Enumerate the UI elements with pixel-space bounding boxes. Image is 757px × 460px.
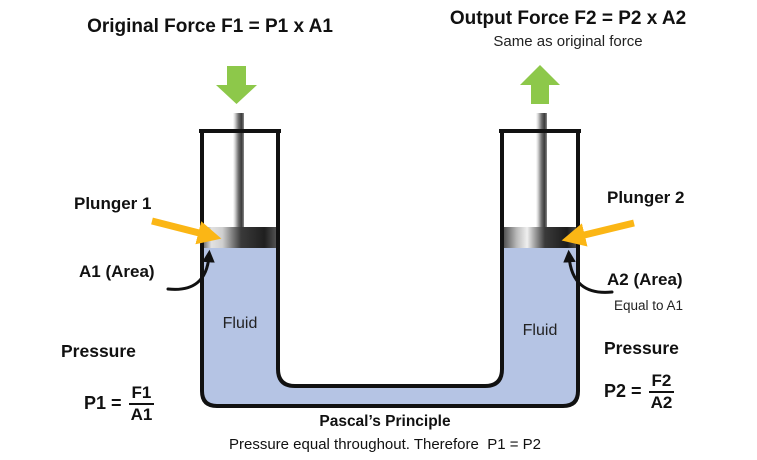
a2-area-label: A2 (Area) <box>607 270 683 289</box>
plunger1-pointer-arrow <box>151 217 222 245</box>
p1-fraction: F1 A1 <box>128 384 155 424</box>
p1-formula: P1 = F1 A1 <box>84 384 155 424</box>
right-plunger <box>502 227 576 248</box>
caption-title: Pascal’s Principle <box>319 413 451 430</box>
left-plunger <box>204 227 278 248</box>
pressure-label-left: Pressure <box>61 341 136 361</box>
original-force-title: Original Force F1 = P1 x A1 <box>87 16 333 37</box>
a2-callout-arrow <box>563 249 614 294</box>
p2-formula-lhs: P2 = <box>604 381 642 402</box>
output-force-subtitle: Same as original force <box>493 33 643 50</box>
caption-subtitle: Pressure equal throughout. Therefore P1 … <box>228 436 541 453</box>
plunger2-pointer-arrow <box>561 219 635 247</box>
plunger2-label: Plunger 2 <box>607 188 685 207</box>
output-force-title: Output Force F2 = P2 x A2 <box>449 8 687 29</box>
fluid-label-left: Fluid <box>222 315 258 332</box>
a2-note-label: Equal to A1 <box>614 298 684 313</box>
a1-callout-arrow <box>166 249 215 291</box>
left-plunger-rod <box>233 113 244 235</box>
p2-numerator: F2 <box>648 372 675 393</box>
pressure-label-right: Pressure <box>604 338 679 358</box>
p2-denominator: A2 <box>650 392 673 412</box>
p1-numerator: F1 <box>128 384 155 405</box>
u-tube-outer-wall <box>200 129 580 408</box>
down-force-arrow-icon <box>216 66 257 104</box>
p2-formula: P2 = F2 A2 <box>604 372 675 412</box>
up-force-arrow-icon <box>520 65 560 104</box>
plunger1-label: Plunger 1 <box>74 194 152 213</box>
a1-area-label: A1 (Area) <box>79 262 155 281</box>
p1-formula-lhs: P1 = <box>84 393 122 414</box>
fluid-label-right: Fluid <box>522 322 558 339</box>
p1-denominator: A1 <box>130 404 153 424</box>
p2-fraction: F2 A2 <box>648 372 675 412</box>
u-tube-inner-wall <box>276 129 504 388</box>
right-plunger-rod <box>536 113 547 235</box>
